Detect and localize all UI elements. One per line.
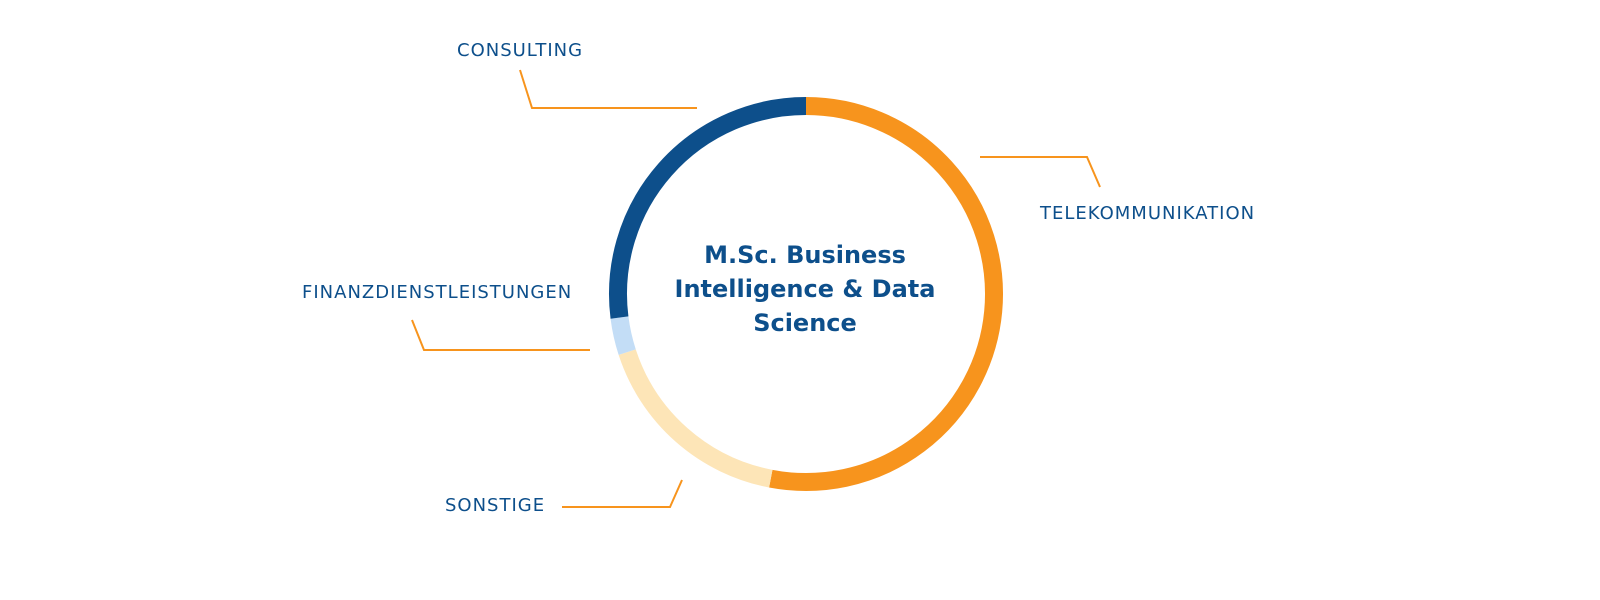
donut-slices <box>609 97 1003 491</box>
label-finanzdienstleistungen: FINANZDIENSTLEISTUNGEN <box>302 282 573 303</box>
donut-slice-telekommunikation <box>769 97 1003 491</box>
donut-slice-sonstige <box>618 349 773 488</box>
leader-line-sonstige <box>562 479 683 508</box>
donut-slice-finanzdienstleistungen <box>610 316 636 355</box>
label-sonstige: SONSTIGE <box>445 495 546 516</box>
leader-lines <box>411 69 1101 508</box>
leader-line-finanzdienstleistungen <box>411 319 590 351</box>
leader-line-consulting <box>519 69 697 109</box>
label-telekommunikation: TELEKOMMUNIKATION <box>1040 203 1256 224</box>
donut-slice-consulting <box>609 97 807 319</box>
center-title: M.Sc. Business Intelligence & Data Scien… <box>674 241 936 337</box>
label-consulting: CONSULTING <box>457 40 584 61</box>
leader-line-telekommunikation <box>980 156 1101 188</box>
